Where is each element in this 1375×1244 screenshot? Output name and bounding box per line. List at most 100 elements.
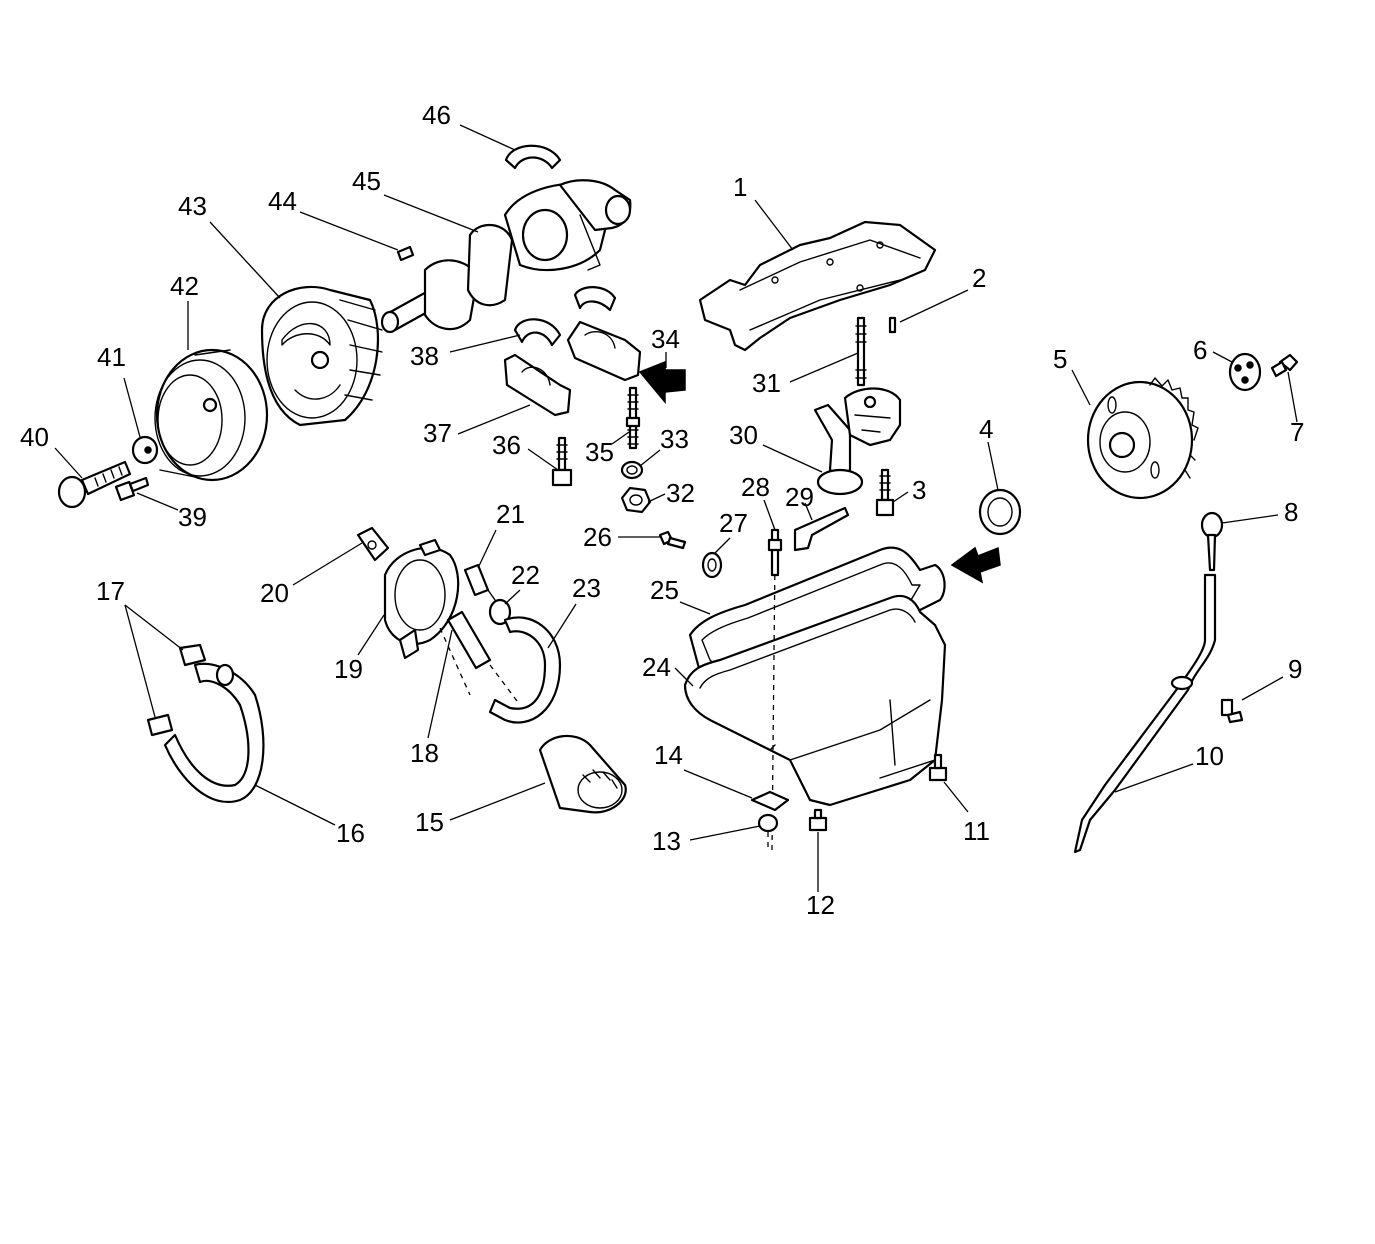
callout-numbers: 1 2 3 4 5 6 7 8 9 10 11 12 13 14 15 16 1… [20, 100, 1304, 920]
leader-19 [357, 614, 385, 656]
leader-9 [1241, 676, 1284, 701]
callout-19: 19 [334, 654, 363, 684]
callout-34: 34 [651, 324, 680, 354]
part-6-sprocket-plate [1228, 352, 1262, 392]
callout-30: 30 [729, 420, 758, 450]
part-42-crank-pulley [154, 348, 269, 482]
leader-17a [124, 604, 184, 651]
part-1-windage-tray [698, 220, 937, 352]
callout-6: 6 [1193, 335, 1207, 365]
part-8-dipstick-handle [1200, 511, 1224, 572]
callout-22: 22 [511, 560, 540, 590]
leader-21 [477, 529, 497, 569]
callout-2: 2 [972, 263, 986, 293]
callout-24: 24 [642, 652, 671, 682]
part-39-bolt [114, 476, 150, 502]
part-20-fitting [356, 526, 390, 562]
callout-3: 3 [912, 475, 926, 505]
part-38-main-bearing [513, 286, 617, 347]
part-44-key [396, 245, 415, 262]
callout-4: 4 [979, 414, 993, 444]
part-17-hose-clamps [146, 643, 207, 737]
callout-7: 7 [1290, 417, 1304, 447]
part-19-filter-adapter [383, 538, 460, 660]
leader-43 [209, 221, 281, 299]
part-15-oil-filter [538, 734, 627, 814]
leader-15 [449, 782, 546, 821]
leader-18 [427, 629, 453, 739]
callout-28: 28 [741, 472, 770, 502]
leader-31 [789, 352, 859, 383]
leader-41 [123, 377, 141, 438]
leader-7 [1287, 371, 1298, 423]
leader-40 [54, 447, 83, 479]
leader-17b [124, 604, 156, 718]
part-29-bracket [793, 506, 850, 552]
callout-35: 35 [585, 437, 614, 467]
leader-16 [254, 784, 336, 826]
part-11-bolt [928, 753, 948, 782]
leader-36 [527, 448, 559, 471]
callout-11: 11 [963, 816, 990, 846]
leader-14 [683, 769, 753, 799]
part-21-fitting [463, 563, 496, 601]
leader-45 [383, 194, 479, 233]
leader-22 [504, 589, 521, 605]
leader-24 [674, 667, 694, 687]
callout-45: 45 [352, 166, 381, 196]
leader-28 [763, 499, 776, 531]
callout-25: 25 [650, 575, 679, 605]
callout-39: 39 [178, 502, 207, 532]
part-34-rear-cap [566, 320, 642, 382]
part-43-balancer-hub [260, 285, 383, 427]
leader-46 [459, 124, 516, 151]
part-30-oil-pump [813, 387, 902, 496]
leader-8 [1221, 514, 1279, 524]
arrow-marker-34 [638, 360, 686, 405]
part-7-bolt [1270, 353, 1299, 378]
callout-40: 40 [20, 422, 49, 452]
leader-10 [1114, 763, 1194, 793]
leader-33 [639, 449, 661, 467]
callout-15: 15 [415, 807, 444, 837]
part-12-bolt [808, 808, 828, 832]
part-26-bolt [658, 530, 687, 550]
leader-39 [136, 492, 179, 511]
callout-38: 38 [410, 341, 439, 371]
leader-44 [299, 211, 399, 251]
part-16-hose [163, 662, 265, 803]
callout-33: 33 [660, 424, 689, 454]
callout-46: 46 [422, 100, 451, 130]
part-23-oil-hose [488, 616, 562, 724]
part-4-oil-seal [978, 488, 1022, 536]
arrow-marker-pan [950, 546, 1001, 584]
part-46-bearing-shell [504, 144, 562, 170]
leader-30 [762, 444, 823, 473]
leader-11 [943, 781, 969, 813]
part-31-stud [855, 316, 867, 387]
callout-44: 44 [268, 186, 297, 216]
callout-18: 18 [410, 738, 439, 768]
part-18-adapter-bolt [439, 610, 521, 706]
part-36-bolt [551, 436, 573, 487]
callout-17: 17 [96, 576, 125, 606]
leader-25 [679, 601, 711, 615]
callout-42: 42 [170, 271, 199, 301]
part-22-fitting [488, 598, 512, 626]
part-37-main-cap [503, 353, 572, 417]
callout-23: 23 [572, 573, 601, 603]
leader-lines [54, 124, 1298, 892]
callout-5: 5 [1053, 344, 1067, 374]
callout-43: 43 [178, 191, 207, 221]
part-illustrations [57, 144, 1299, 854]
callout-1: 1 [733, 172, 747, 202]
leader-5 [1071, 369, 1091, 406]
callout-26: 26 [583, 522, 612, 552]
leader-35 [611, 431, 630, 445]
callout-20: 20 [260, 578, 289, 608]
leader-38 [449, 334, 521, 353]
leader-27 [714, 537, 731, 554]
leader-20 [292, 542, 363, 586]
leader-23 [547, 603, 577, 649]
